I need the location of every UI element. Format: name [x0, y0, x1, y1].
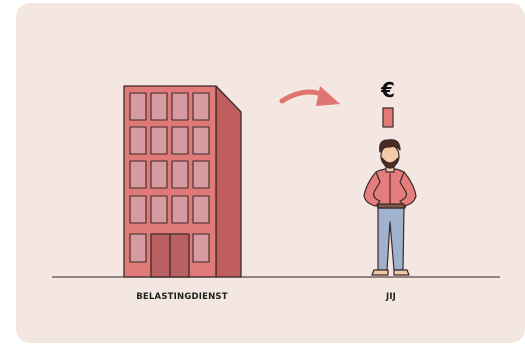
building-icon [123, 85, 242, 278]
building-label: BELASTINGDIENST [136, 292, 228, 302]
arrow-icon [279, 86, 340, 106]
diagram-card [16, 3, 525, 343]
person-icon [363, 139, 417, 276]
euro-icon: € [381, 78, 395, 102]
money-bar-icon [382, 107, 394, 128]
person-label: JIJ [385, 292, 397, 302]
